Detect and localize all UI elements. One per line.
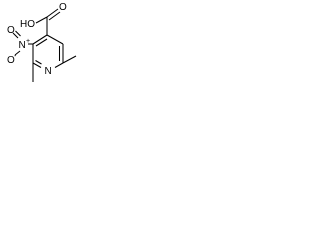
nitro-nitrogen-label: N [19, 40, 26, 51]
bond-nitro-o-upper-a [12, 32, 19, 39]
bond-c4-c5 [46, 34, 64, 45]
molecule-diagram: HO O N + O O - N [0, 0, 101, 94]
nitro-oxygen-upper-label: O [7, 25, 15, 36]
hydroxyl-label: HO [20, 19, 35, 30]
bond-c3-c4-inner [35, 38, 48, 47]
nitro-oxygen-lower-label: O [7, 55, 15, 66]
nitro-oxygen-lower-charge: - [14, 53, 17, 60]
bond-c6-n1 [54, 62, 64, 68]
bond-nitro-o-lower [14, 50, 21, 56]
bond-n1-c2-inner [35, 60, 42, 65]
nitro-nitrogen-charge: + [26, 38, 30, 45]
ring-nitrogen-label: N [45, 66, 52, 77]
structure-drawing: HO O N + O O - N [7, 2, 77, 82]
bond-carboxyl-o-double-a [46, 8, 59, 18]
bond-n1-c2 [32, 62, 42, 68]
carbonyl-oxygen-label: O [59, 2, 67, 13]
bond-nitro-o-upper-b [15, 30, 21, 37]
bond-c6-methyl [62, 55, 77, 64]
bond-c3-c4 [32, 34, 48, 45]
bond-carboxyl-o-double-b [48, 11, 61, 21]
bond-carboxyl-oh [35, 16, 48, 24]
